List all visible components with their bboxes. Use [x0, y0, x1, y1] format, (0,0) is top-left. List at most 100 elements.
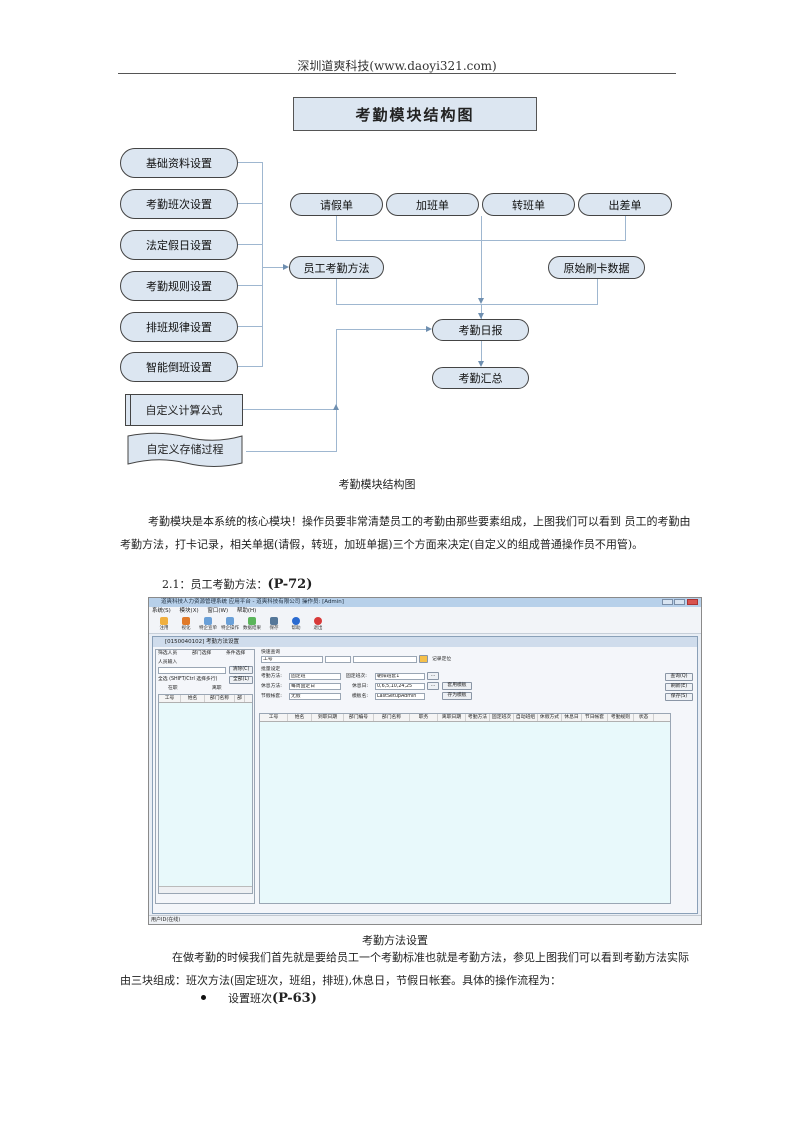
tab-filter-person[interactable]: 筛选人员	[158, 651, 178, 656]
screenshot-caption: 考勤方法设置	[362, 934, 428, 947]
bullet-icon	[201, 995, 206, 1000]
batch-settings-label: 批量设定	[261, 667, 281, 672]
paragraph-1-line-1: 考勤模块是本系统的核心模块！操作员要非常清楚员工的考勤由那些要素组成，上图我们可…	[148, 515, 691, 528]
left-grid-header: 工号姓名部门名称部	[159, 695, 252, 703]
section-heading: 2.1：员工考勤方法：(P-72)	[162, 576, 312, 592]
wire	[336, 329, 337, 452]
template-label: 模板名:	[352, 694, 369, 699]
wire	[481, 341, 482, 363]
bullet-page-ref: (P-63)	[272, 991, 317, 1006]
bullet-item: 设置班次(P-63)	[228, 990, 317, 1006]
left-grid: 工号姓名部门名称部	[158, 694, 253, 894]
employee-method-grid: 工号姓名到职日期部门编号部门名称职务离职日期考勤方法固定班次自动班组休假方式休息…	[259, 713, 671, 904]
menu-help[interactable]: 帮助(H)	[236, 608, 257, 614]
query-button[interactable]: 查询(Q)	[665, 673, 693, 681]
status-bar: 用户ID(在线)	[149, 915, 701, 924]
arrow-right-icon	[426, 326, 432, 332]
restday-label: 休息日:	[352, 684, 369, 689]
shift-input[interactable]: 朝阳班套1	[375, 673, 425, 680]
rest-select[interactable]: 每周固定日	[289, 683, 341, 690]
left-panel: 筛选人员 部门选择 条件选择 人员输入 清除(C) 全选 (SHIFT/Ctrl…	[155, 649, 255, 904]
save-icon[interactable]: 保存	[265, 616, 283, 633]
wire	[336, 304, 598, 305]
toolbar-btn-1[interactable]: 注用	[155, 616, 173, 633]
method-label: 考勤方法:	[261, 674, 282, 679]
node-shift-setup: 考勤班次设置	[120, 189, 238, 219]
node-transfer-form: 转班单	[482, 193, 575, 216]
wire	[625, 216, 626, 240]
close-icon[interactable]	[687, 599, 698, 605]
save-button[interactable]: 保存(S)	[665, 693, 693, 701]
arrow-down-icon	[478, 313, 484, 319]
tab-condition[interactable]: 条件选择	[226, 651, 246, 656]
wire	[243, 409, 336, 410]
app-screenshot: 道爽科技人力资源管理系统 应用平台 - 道爽科技有限公司 操作员: [Admin…	[148, 597, 702, 925]
wire	[262, 162, 263, 367]
holiday-select[interactable]: 无假	[289, 693, 341, 700]
arrow-right-icon	[283, 264, 289, 270]
node-custom-formula: 自定义计算公式	[125, 394, 243, 426]
tab-department[interactable]: 部门选择	[192, 651, 212, 656]
refresh-button[interactable]: 刷新(E)	[665, 683, 693, 691]
node-overtime-form: 加班单	[386, 193, 479, 216]
wire	[481, 216, 482, 298]
select-all-checkbox[interactable]: 全选 (SHIFT/Ctrl 选择多行)	[158, 677, 218, 682]
method-select[interactable]: 固定班	[289, 673, 341, 680]
restday-picker-button[interactable]: ...	[427, 682, 439, 690]
fast-query-label: 快速查询	[261, 650, 281, 655]
diagram-title: 考勤模块结构图	[293, 97, 537, 131]
menu-window[interactable]: 窗口(W)	[207, 608, 229, 614]
query-value-input[interactable]	[353, 656, 417, 663]
custom-formula-label: 自定义计算公式	[145, 404, 223, 417]
arrow-down-icon	[478, 361, 484, 367]
record-position-checkbox[interactable]: 记录定位	[432, 657, 452, 662]
left-grid-scrollbar[interactable]	[159, 886, 252, 893]
paragraph-2-line-1: 在做考勤的时候我们首先就是要给员工一个考勤标准也就是考勤方法，参见上图我们可以看…	[172, 951, 689, 964]
wire	[238, 203, 262, 204]
wire	[336, 216, 337, 240]
node-rule-setup: 考勤规则设置	[120, 271, 238, 301]
section-label: 2.1：员工考勤方法：	[162, 578, 268, 591]
section-page-ref: (P-72)	[267, 577, 313, 592]
paragraph-2-line-2: 由三块组成：班次方法(固定班次，班组，排班),休息日，节假日帐套。具体的操作流程…	[120, 974, 562, 987]
paragraph-1-line-2: 考勤方法，打卡记录，相关单据(请假，转班，加班单据)三个方面来决定(自定义的组成…	[120, 538, 644, 551]
restday-input[interactable]: 0,6,5,10,24,25	[375, 683, 425, 690]
wire	[597, 279, 598, 304]
apply-template-button[interactable]: 套用模板	[442, 682, 472, 690]
toolbar-btn-5[interactable]: 数据结果	[243, 616, 261, 633]
query-op-select[interactable]	[325, 656, 351, 663]
shift-picker-button[interactable]: ...	[427, 672, 439, 680]
person-input-label: 人员输入	[158, 660, 178, 665]
wire	[238, 366, 262, 367]
clear-button[interactable]: 清除(C)	[229, 666, 253, 674]
radio-left[interactable]: 离职	[212, 686, 222, 691]
query-field-select[interactable]: 工号	[261, 656, 323, 663]
toolbar-btn-2[interactable]: 视化	[177, 616, 195, 633]
menu-bar: 系统(S) 模块(X) 窗口(W) 帮助(H)	[149, 607, 701, 615]
node-summary: 考勤汇总	[432, 367, 529, 389]
toolbar-btn-3[interactable]: 特企宣单	[199, 616, 217, 633]
exit-icon[interactable]: 退出	[309, 616, 327, 633]
person-input[interactable]	[158, 667, 226, 674]
wire	[336, 329, 427, 330]
radio-active[interactable]: 在职	[168, 686, 178, 691]
maximize-icon[interactable]	[674, 599, 685, 605]
node-holiday-setup: 法定假日设置	[120, 230, 238, 260]
search-icon[interactable]	[419, 655, 428, 663]
all-button[interactable]: 全部(L)	[229, 676, 253, 684]
wire	[481, 304, 482, 319]
toolbar: 注用 视化 特企宣单 特企操作 数据结果 保存 帮助 退出	[149, 615, 701, 634]
toolbar-btn-4[interactable]: 特企操作	[221, 616, 239, 633]
wire	[238, 244, 262, 245]
menu-module[interactable]: 模块(X)	[179, 608, 199, 614]
menu-system[interactable]: 系统(S)	[152, 608, 171, 614]
template-input[interactable]: LastSetupAdmin	[375, 693, 425, 700]
page-header: 深圳道爽科技(www.daoyi321.com)	[297, 59, 497, 73]
node-raw-swipe: 原始刷卡数据	[548, 256, 645, 279]
help-icon[interactable]: 帮助	[287, 616, 305, 633]
custom-procedure-label: 自定义存储过程	[146, 443, 224, 456]
grid-header: 工号姓名到职日期部门编号部门名称职务离职日期考勤方法固定班次自动班组休假方式休息…	[260, 714, 670, 722]
arrow-down-icon	[478, 298, 484, 304]
minimize-icon[interactable]	[662, 599, 673, 605]
save-template-button[interactable]: 存为模板	[442, 692, 472, 700]
